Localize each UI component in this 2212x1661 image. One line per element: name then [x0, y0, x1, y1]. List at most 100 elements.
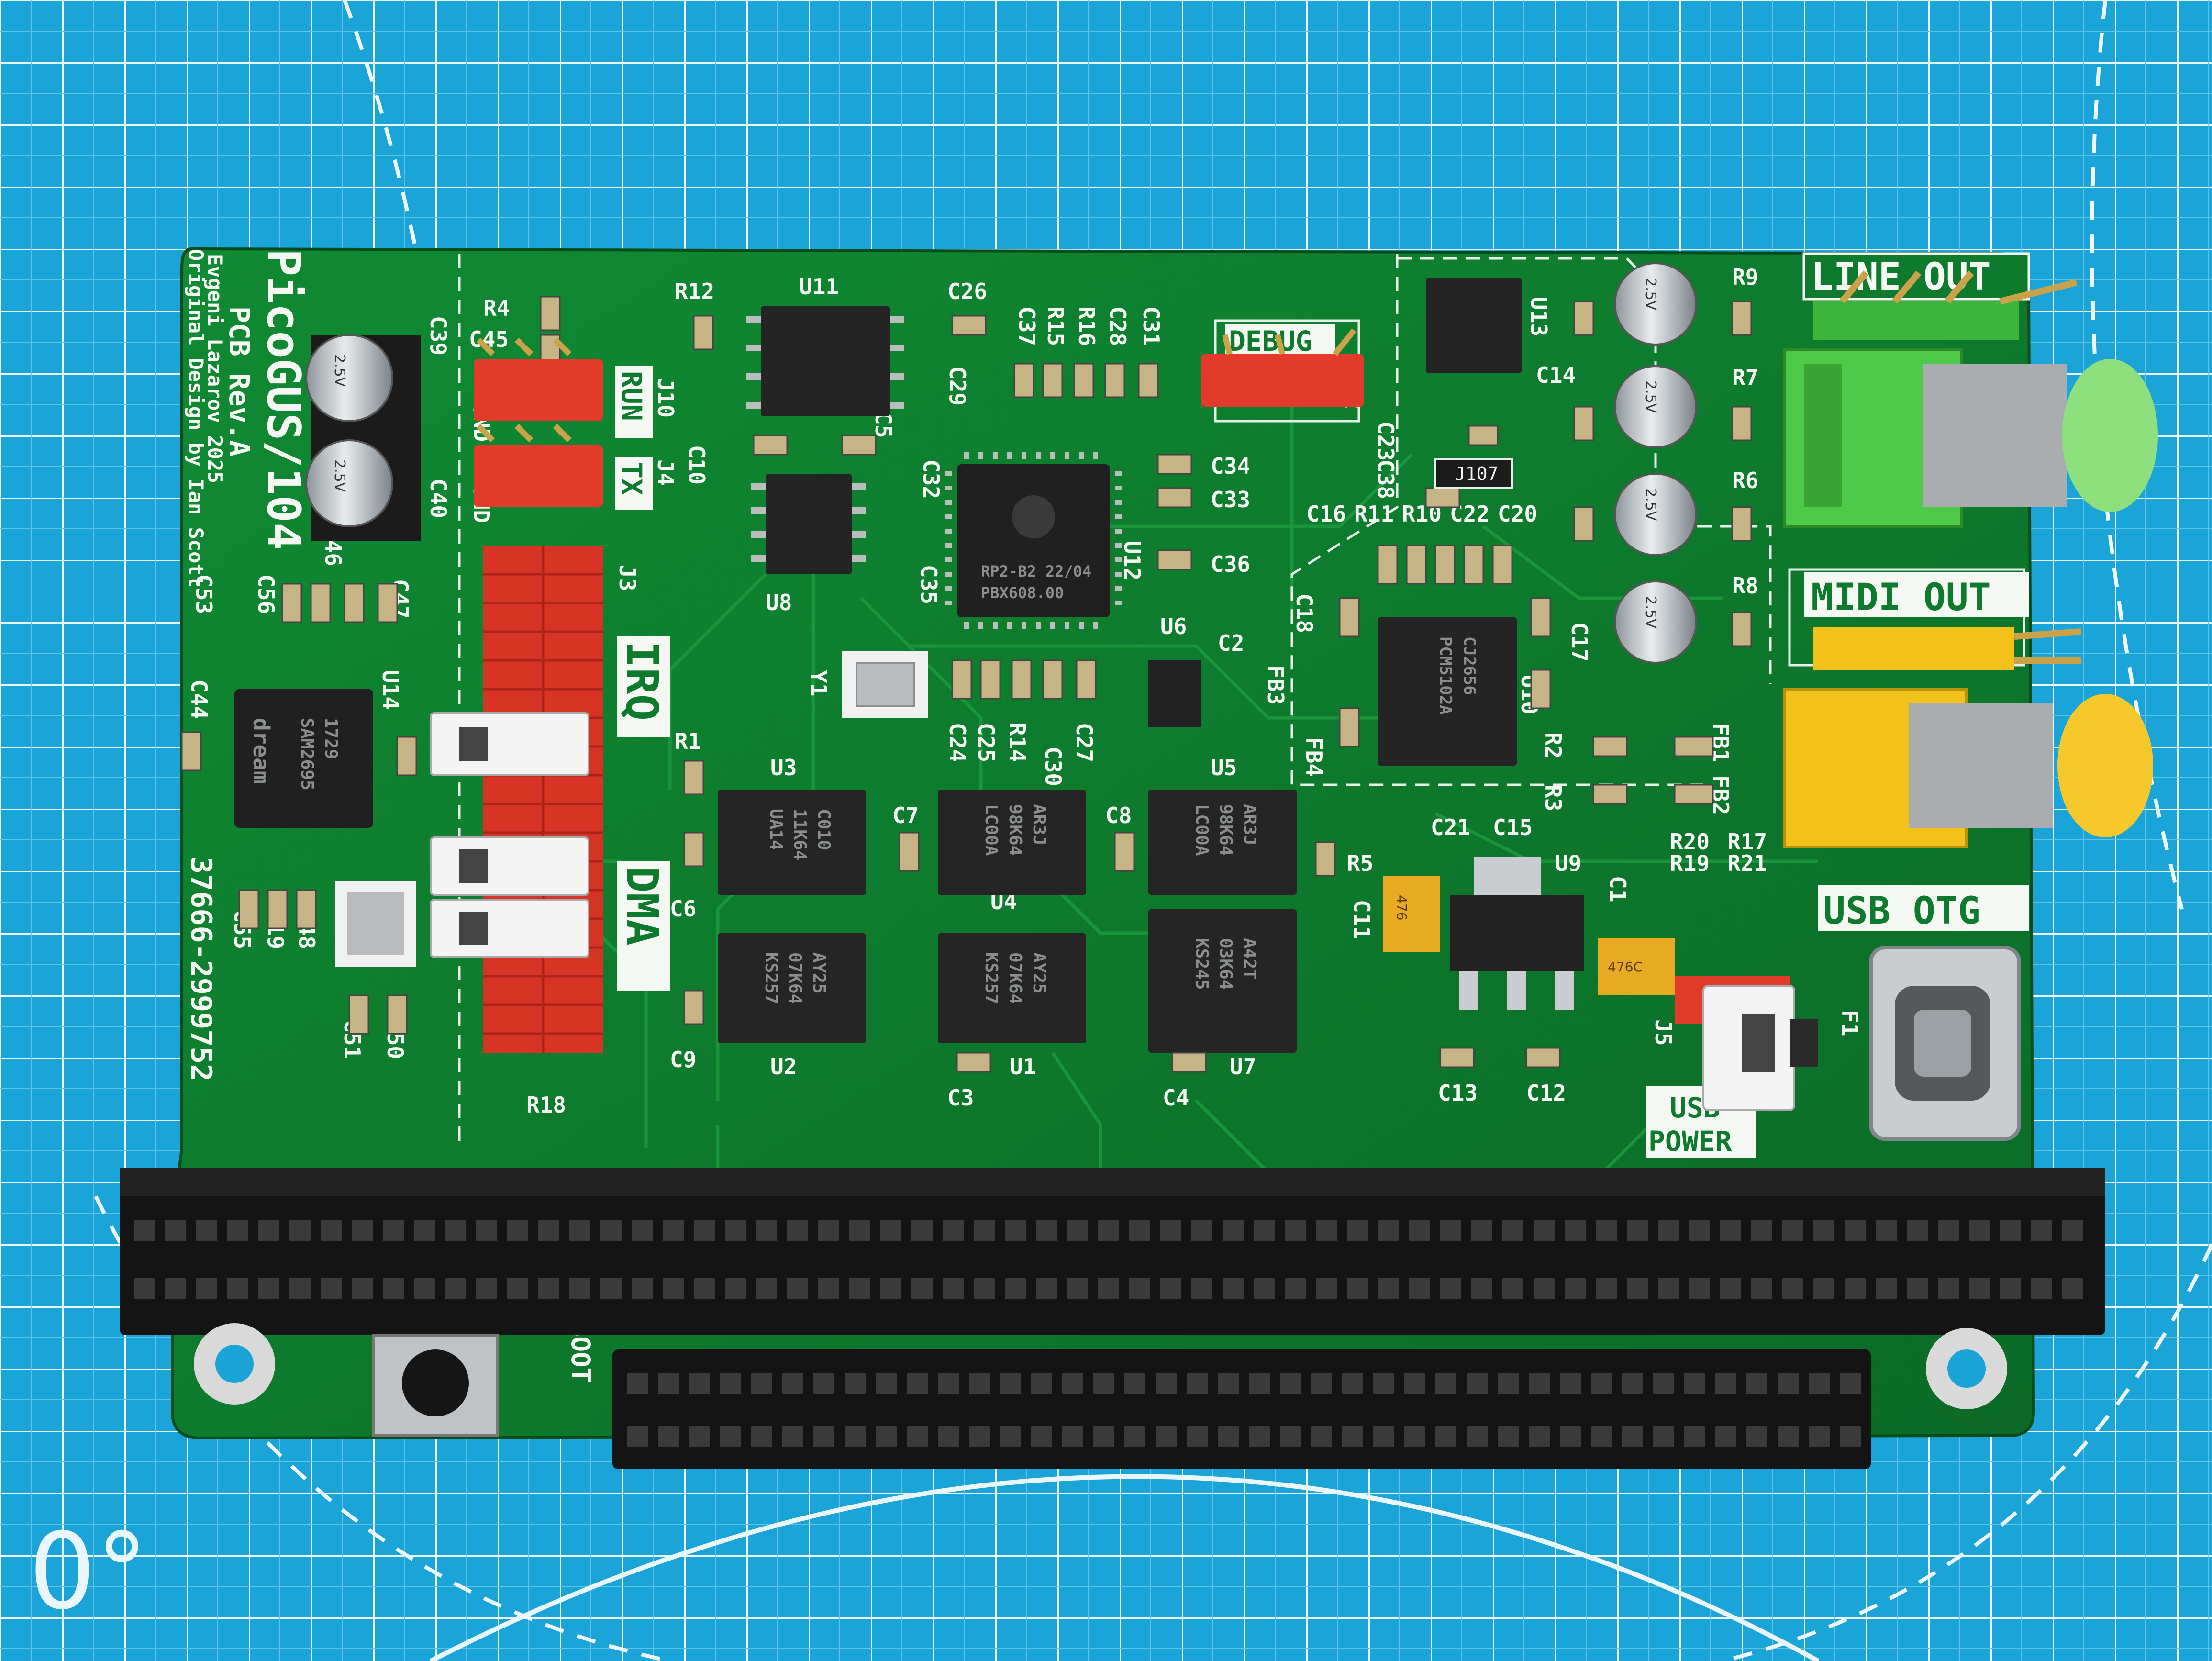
header-pin-hole	[1347, 1220, 1368, 1241]
header-pin-hole	[1031, 1426, 1052, 1447]
jumper-irq[interactable]	[430, 712, 589, 776]
refdes: C16	[1306, 501, 1346, 527]
header-pin-hole	[689, 1373, 710, 1394]
header-pin-hole	[1529, 1373, 1550, 1394]
refdes: U5	[1211, 755, 1237, 780]
header-pin-hole	[1440, 1220, 1461, 1241]
jumper-dma-2[interactable]	[430, 899, 589, 958]
line-out-jack[interactable]	[1783, 270, 2158, 528]
header-pin-hole	[1809, 1426, 1830, 1447]
header-pin-hole	[1813, 1220, 1834, 1241]
label-irq: IRQ	[616, 641, 667, 721]
header-pin-hole	[227, 1220, 248, 1241]
chip-marking: CJ2656	[1460, 636, 1479, 695]
label-j107: J107	[1455, 463, 1499, 484]
header-pin-hole	[1378, 1220, 1399, 1241]
header-pin-hole	[1782, 1220, 1803, 1241]
refdes: FB3	[1263, 665, 1289, 705]
header-pin-hole	[1840, 1373, 1861, 1394]
chip-marking: LC00A	[981, 804, 1001, 856]
jumper-tx[interactable]	[474, 424, 603, 507]
header-pin-hole	[1969, 1220, 1990, 1241]
header-pin-hole	[1653, 1426, 1674, 1447]
header-pin-hole	[1093, 1373, 1114, 1394]
refdes: C34	[1211, 453, 1250, 479]
header-pin-hole	[1098, 1278, 1119, 1299]
label-midi-out: MIDI OUT	[1811, 576, 1991, 619]
chip-marking: AR3J	[1029, 804, 1049, 846]
refdes: U2	[770, 1054, 797, 1080]
header-pin-hole	[1627, 1278, 1648, 1299]
header-pin-hole	[969, 1426, 990, 1447]
midi-jack[interactable]	[1783, 688, 2153, 848]
mounting-hole-left	[194, 1323, 275, 1405]
jumper-usb-power[interactable]	[1675, 976, 1795, 1111]
electrolytic-cap-left-2: 2.5V	[305, 431, 421, 541]
header-pin-hole	[751, 1426, 772, 1447]
refdes: C11	[1349, 900, 1375, 939]
header-pin-hole	[1156, 1426, 1177, 1447]
header-pin-hole	[1000, 1373, 1021, 1394]
header-pin-hole	[1658, 1278, 1679, 1299]
jumper-dma-1[interactable]	[430, 836, 589, 896]
refdes: R7	[1732, 365, 1758, 390]
header-pin-hole	[321, 1278, 342, 1299]
refdes: C44	[186, 680, 212, 719]
chip-marking: KS257	[761, 952, 781, 1004]
header-pin-hole	[694, 1278, 715, 1299]
tantalum-c1: 476C	[1598, 938, 1675, 995]
header-pin-hole	[694, 1220, 715, 1241]
header-pin-hole	[507, 1278, 528, 1299]
mounting-hole-right	[1926, 1328, 2007, 1409]
header-pin-hole	[1093, 1426, 1114, 1447]
refdes: C14	[1536, 362, 1576, 388]
header-pin-hole	[414, 1220, 435, 1241]
header-pin-hole	[876, 1426, 897, 1447]
refdes: R21	[1727, 850, 1767, 876]
header-pin-hole	[1067, 1220, 1088, 1241]
chip-marking: 07K64	[1005, 952, 1025, 1004]
chip-marking: dream	[248, 718, 274, 784]
header-pin-hole	[1938, 1220, 1959, 1241]
header-pin-hole	[1560, 1426, 1581, 1447]
refdes: C9	[670, 1047, 696, 1072]
cap-marking: 2.5V	[331, 459, 348, 492]
regulator-u9	[1450, 857, 1584, 1010]
header-pin-hole	[1440, 1278, 1461, 1299]
refdes: R20	[1670, 829, 1710, 855]
chip-marking: KS245	[1192, 938, 1212, 990]
header-pin-hole	[507, 1220, 528, 1241]
header-pin-hole	[2031, 1278, 2052, 1299]
header-pin-hole	[1596, 1220, 1617, 1241]
header-pin-hole	[1254, 1220, 1275, 1241]
refdes: U9	[1555, 850, 1581, 876]
refdes: C15	[1493, 814, 1533, 840]
header-j3	[483, 546, 603, 1053]
refdes: R15	[1043, 306, 1068, 346]
header-pin-hole	[1347, 1278, 1368, 1299]
header-pin-hole	[632, 1220, 653, 1241]
header-pin-hole	[627, 1426, 648, 1447]
header-pin-hole	[880, 1220, 901, 1241]
refdes: J3	[614, 565, 640, 591]
refdes: C13	[1438, 1080, 1478, 1106]
jumper-run[interactable]	[474, 337, 603, 421]
header-pin-hole	[818, 1278, 839, 1299]
refdes: U3	[770, 755, 797, 780]
mat-degree-mark: 0°	[29, 1510, 148, 1633]
boot-button[interactable]	[372, 1334, 499, 1437]
usb-c-connector[interactable]	[1869, 946, 2021, 1141]
cap-marking: 2.5V	[1642, 488, 1659, 521]
header-pin-hole	[196, 1278, 217, 1299]
header-pin-hole	[1622, 1373, 1643, 1394]
header-pin-hole	[943, 1220, 964, 1241]
chip-u2: KS257 07K64 AY25	[718, 933, 866, 1043]
header-pin-hole	[1191, 1220, 1212, 1241]
chip-u11	[746, 306, 904, 416]
refdes: C53	[191, 574, 217, 614]
mat-protractor-arc	[429, 1474, 1820, 1661]
refdes: C10	[684, 445, 710, 485]
chip-u3: UA14 11K64 C010	[718, 790, 866, 895]
cap-marking: 2.5V	[1642, 380, 1659, 413]
